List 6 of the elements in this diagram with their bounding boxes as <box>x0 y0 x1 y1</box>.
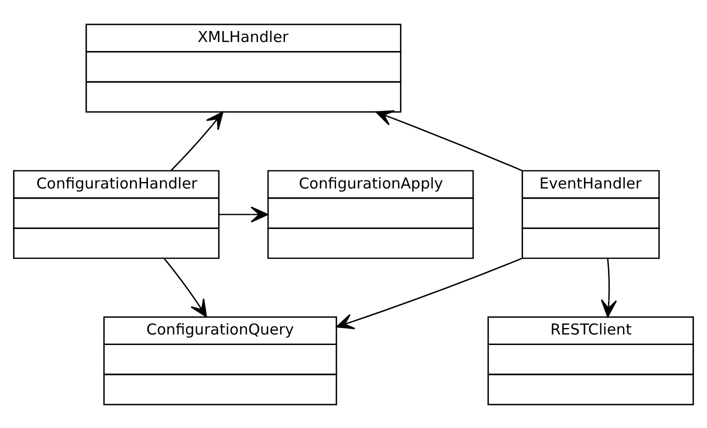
arrow <box>336 257 522 329</box>
arrow <box>170 111 224 170</box>
arrow <box>600 258 617 317</box>
arrow <box>219 206 268 222</box>
arrow <box>164 258 207 317</box>
arrow <box>376 110 522 171</box>
